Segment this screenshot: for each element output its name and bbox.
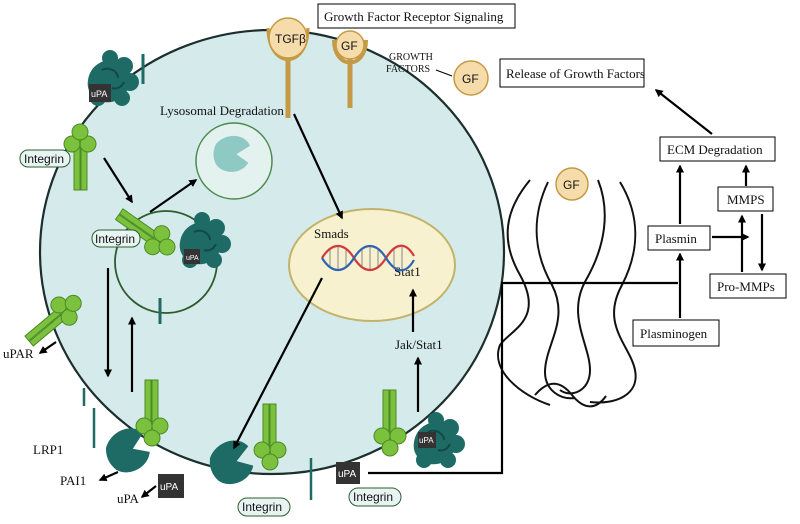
growth-factor-signaling-box: [317, 3, 516, 29]
arrows: [38, 89, 766, 498]
bottom-upa-box-label: uPA: [338, 469, 356, 480]
bottom-upa-box: [336, 462, 360, 484]
gf-receptor-ligand: [335, 30, 365, 60]
ecm-fibers: [497, 179, 637, 408]
plasmin-label: Plasmin: [655, 231, 697, 246]
integrin-endosome-label: Integrin: [95, 232, 135, 246]
growth-factors-label-2: FACTORS: [386, 64, 430, 75]
tgfb-label: TGFβ: [275, 32, 306, 46]
top-left-upa-label: uPA: [91, 89, 107, 99]
growth-factors-pointer: [435, 69, 453, 77]
stat1-label: Stat1: [394, 264, 421, 279]
endosome-upa-label: uPA: [186, 255, 199, 262]
jak-stat1-label: Jak/Stat1: [395, 337, 443, 352]
integrin-right-label: Integrin: [353, 490, 393, 504]
plasmin-box: [647, 225, 711, 251]
pro-mmps-label: Pro-MMPs: [717, 279, 775, 294]
smads-label: Smads: [314, 226, 349, 241]
integrin-top-label: Integrin: [24, 152, 64, 166]
pro-mmps-box: [709, 273, 787, 299]
mmps-box: [717, 186, 774, 212]
lrp1-label: LRP1: [33, 442, 63, 457]
integrin-bottom-pill: [237, 497, 291, 517]
pai1-label: PAI1: [60, 473, 86, 488]
free-upa-box-label: uPA: [160, 482, 178, 493]
lysosomal-degradation-label: Lysosomal Degradation: [160, 103, 284, 118]
gf-receptor-cup: [332, 39, 368, 65]
free-upa-label: uPA: [117, 491, 140, 506]
top-left-upa-box: [89, 84, 111, 102]
free-upa-box: [158, 474, 184, 498]
integrin-top-pill: [19, 149, 71, 168]
integrin-bottom-label: Integrin: [242, 500, 282, 514]
gf-ecm-icon: [555, 167, 589, 201]
release-growth-factors-label: Release of Growth Factors: [506, 66, 645, 81]
plasminogen-label: Plasminogen: [640, 326, 708, 341]
release-growth-factors-box: [499, 58, 645, 88]
upar-label: uPAR: [3, 346, 34, 361]
endosome-upa-box: [184, 249, 200, 264]
plasminogen-box: [632, 319, 720, 347]
integrin-right-pill: [348, 487, 402, 507]
right-upa-complex-box: [418, 432, 436, 448]
growth-factors-label-1: GROWTH: [389, 52, 433, 63]
ecm-degradation-box: [659, 136, 776, 162]
degraded-protein-icon: [213, 135, 250, 172]
gf-receptor-label: GF: [341, 39, 358, 53]
growth-factor-signaling-label: Growth Factor Receptor Signaling: [324, 9, 504, 24]
dna-helix-icon: [321, 244, 415, 272]
mmps-label: MMPS: [727, 192, 765, 207]
gf-free-label: GF: [462, 72, 479, 86]
tgfb-ligand: [268, 17, 308, 59]
gf-free-icon: [453, 60, 489, 96]
right-upa-complex-label: uPA: [419, 436, 434, 445]
ecm-degradation-label: ECM Degradation: [667, 142, 763, 157]
integrin-endosome-pill: [91, 229, 141, 248]
gf-ecm-label: GF: [563, 178, 580, 192]
